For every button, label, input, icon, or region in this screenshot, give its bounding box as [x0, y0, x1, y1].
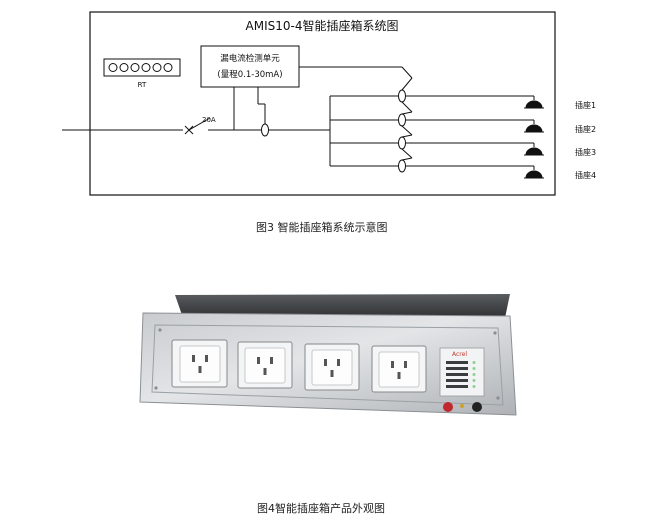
- brand-logo: Acrel: [452, 351, 467, 358]
- system-diagram: AMIS10-4智能插座箱系统图 RT 漏电流检测单元 (量程0.1-30mA): [62, 11, 596, 196]
- branch-current-transformer-2: [398, 113, 406, 127]
- output-label-4: 插座4: [575, 170, 596, 180]
- figure3-caption: 图3 智能插座箱系统示意图: [256, 221, 388, 234]
- terminal-pins: [108, 63, 173, 72]
- indicator-leds: [472, 361, 476, 388]
- socket-symbol-4: [524, 166, 544, 179]
- socket-symbol-3: [524, 143, 544, 156]
- socket-symbol-2: [524, 120, 544, 133]
- wiring: [62, 66, 534, 167]
- output-label-2: 插座2: [575, 124, 596, 134]
- current-transformers: [261, 89, 406, 173]
- branch-current-transformer-1: [398, 89, 406, 103]
- black-terminal: [472, 402, 482, 412]
- socket-3: [304, 343, 360, 391]
- socket-symbol-1: [524, 96, 544, 109]
- faceplate-screws: [154, 328, 500, 400]
- product-photo: Acrel: [139, 294, 517, 416]
- main-current-transformer: [261, 123, 269, 137]
- terminal-label: RT: [138, 81, 147, 89]
- rear-enclosure: [175, 294, 510, 318]
- red-terminal: [443, 402, 453, 412]
- socket-4: [371, 345, 427, 393]
- test-terminals: [443, 402, 482, 412]
- indicator-bars: [446, 361, 468, 388]
- branch-current-transformer-4: [398, 159, 406, 173]
- breaker-label: 20A: [202, 116, 216, 124]
- diagram-frame: [89, 11, 556, 196]
- leakage-detection-unit: [200, 45, 300, 88]
- indicator-dot: [460, 404, 464, 408]
- branch-current-transformer-3: [398, 136, 406, 150]
- leakage-unit-label: 漏电流检测单元: [220, 53, 280, 64]
- socket-symbols: [524, 96, 544, 179]
- socket-1: [171, 339, 228, 388]
- diagram-title: AMIS10-4智能插座箱系统图: [246, 18, 399, 33]
- faceplate-recess: [151, 324, 504, 406]
- leakage-unit-range: (量程0.1-30mA): [217, 70, 282, 80]
- socket-2: [237, 341, 293, 389]
- output-label-1: 插座1: [575, 100, 596, 110]
- figure4-caption: 图4智能插座箱产品外观图: [257, 502, 385, 515]
- output-label-3: 插座3: [575, 147, 596, 157]
